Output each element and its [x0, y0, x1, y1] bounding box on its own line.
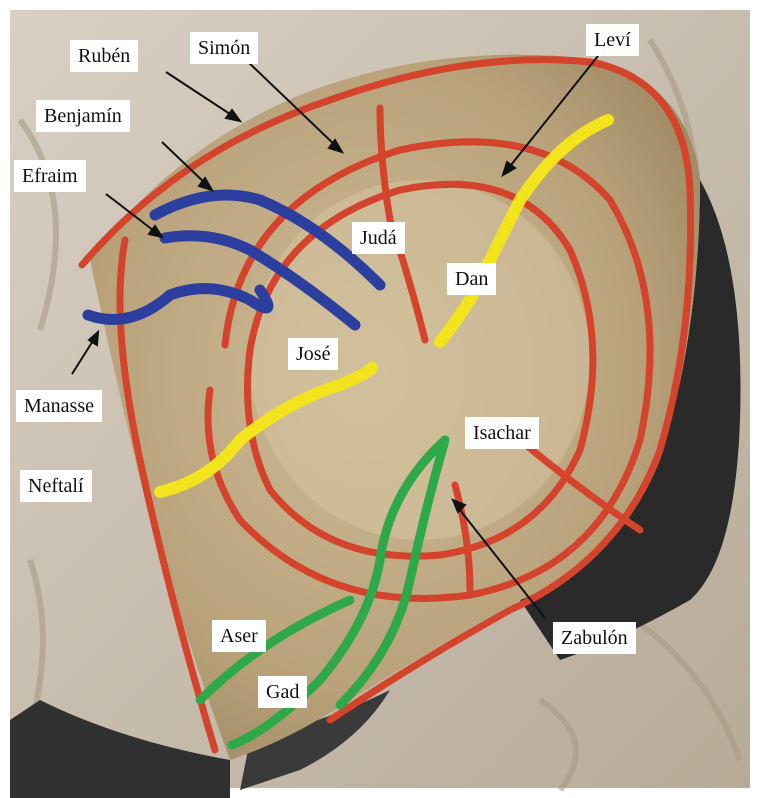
label-jose: José	[288, 338, 338, 370]
label-efraim: Efraim	[14, 160, 86, 192]
label-manasse: Manasse	[16, 390, 102, 422]
label-neftali: Neftalí	[20, 470, 92, 502]
label-gad: Gad	[258, 676, 307, 708]
label-aser: Aser	[212, 620, 266, 652]
label-dan: Dan	[447, 263, 496, 295]
label-benjamin: Benjamín	[36, 100, 130, 132]
label-simon: Simón	[190, 32, 258, 64]
label-levi: Leví	[586, 24, 639, 56]
label-juda: Judá	[352, 222, 405, 254]
label-isachar: Isachar	[465, 417, 539, 449]
label-ruben: Rubén	[70, 40, 138, 72]
label-zabulon: Zabulón	[553, 622, 636, 654]
